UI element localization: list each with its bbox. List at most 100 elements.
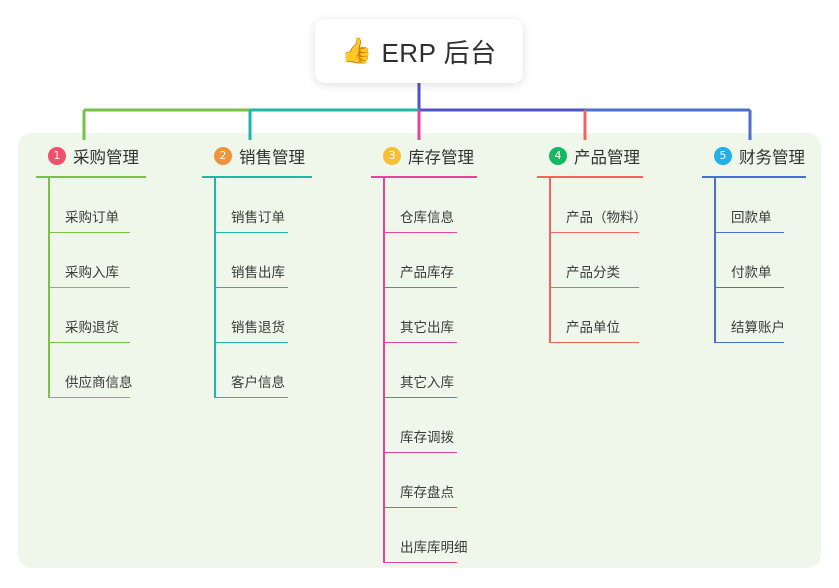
list-item-rule [385, 342, 457, 343]
list-item-label: 采购退货 [65, 320, 119, 335]
column-1: 1 采购管理采购订单采购入库采购退货供应商信息 [36, 144, 146, 398]
list-item[interactable]: 采购退货 [48, 288, 146, 343]
list-item-rule [716, 342, 784, 343]
list-item-label: 其它出库 [400, 320, 454, 335]
list-item[interactable]: 其它入库 [383, 343, 477, 398]
list-item-label: 其它入库 [400, 375, 454, 390]
list-item-label: 采购入库 [65, 265, 119, 280]
list-item[interactable]: 出库库明细 [383, 508, 477, 563]
column-3: 3 库存管理仓库信息产品库存其它出库其它入库库存调拨库存盘点出库库明细 [371, 144, 477, 563]
list-item-rule [551, 287, 639, 288]
column-2: 2 销售管理销售订单销售出库销售退货客户信息 [202, 144, 312, 398]
list-item-label: 产品（物料） [566, 210, 647, 225]
list-item[interactable]: 产品单位 [549, 288, 647, 343]
list-item-rule [216, 342, 288, 343]
column-spine-2 [214, 178, 216, 398]
column-badge-1: 1 [48, 147, 66, 165]
column-title-4: 产品管理 [574, 149, 640, 167]
list-item-label: 结算账户 [731, 320, 785, 335]
list-item[interactable]: 仓库信息 [383, 178, 477, 233]
thumbs-up-icon: 👍 [341, 36, 373, 65]
list-item[interactable]: 销售出库 [214, 233, 312, 288]
list-item-rule [385, 232, 457, 233]
column-rule-4 [537, 176, 643, 178]
list-item-label: 产品库存 [400, 265, 454, 280]
column-title-1: 采购管理 [73, 149, 139, 167]
list-item-label: 付款单 [731, 265, 772, 280]
list-item[interactable]: 产品库存 [383, 233, 477, 288]
column-rule-1 [36, 176, 146, 178]
list-item[interactable]: 销售退货 [214, 288, 312, 343]
column-rule-3 [371, 176, 477, 178]
column-rule-2 [202, 176, 312, 178]
list-item-label: 销售订单 [231, 210, 285, 225]
list-item[interactable]: 采购订单 [48, 178, 146, 233]
list-item[interactable]: 客户信息 [214, 343, 312, 398]
list-item[interactable]: 付款单 [714, 233, 806, 288]
list-item[interactable]: 结算账户 [714, 288, 806, 343]
list-item-label: 仓库信息 [400, 210, 454, 225]
list-item-rule [551, 342, 639, 343]
list-item-rule [216, 232, 288, 233]
column-header-5[interactable]: 5 财务管理 [702, 144, 806, 168]
column-5: 5 财务管理回款单付款单结算账户 [702, 144, 806, 343]
root-node-card[interactable]: 👍 ERP 后台 [315, 19, 523, 83]
list-item-label: 回款单 [731, 210, 772, 225]
column-4: 4 产品管理产品（物料） 产品分类产品单位 [537, 144, 647, 343]
column-badge-4: 4 [549, 147, 567, 165]
diagram-panel [18, 133, 821, 568]
list-item-label: 销售退货 [231, 320, 285, 335]
list-item-rule [385, 452, 457, 453]
column-spine-4 [549, 178, 551, 343]
list-item-rule [716, 232, 784, 233]
list-item-rule [385, 397, 457, 398]
list-item-rule [216, 397, 288, 398]
list-item-rule [50, 287, 130, 288]
list-item-rule [385, 507, 457, 508]
column-items-1: 采购订单采购入库采购退货供应商信息 [36, 178, 146, 398]
list-item[interactable]: 采购入库 [48, 233, 146, 288]
column-header-2[interactable]: 2 销售管理 [202, 144, 312, 168]
list-item-label: 产品单位 [566, 320, 620, 335]
column-spine-5 [714, 178, 716, 343]
column-items-3: 仓库信息产品库存其它出库其它入库库存调拨库存盘点出库库明细 [371, 178, 477, 563]
list-item-label: 出库库明细 [400, 540, 468, 555]
list-item[interactable]: 库存调拨 [383, 398, 477, 453]
list-item-rule [385, 562, 457, 563]
list-item[interactable]: 库存盘点 [383, 453, 477, 508]
list-item[interactable]: 产品分类 [549, 233, 647, 288]
column-items-2: 销售订单销售出库销售退货客户信息 [202, 178, 312, 398]
column-header-1[interactable]: 1 采购管理 [36, 144, 146, 168]
column-header-3[interactable]: 3 库存管理 [371, 144, 477, 168]
list-item[interactable]: 其它出库 [383, 288, 477, 343]
list-item[interactable]: 销售订单 [214, 178, 312, 233]
list-item-rule [50, 232, 130, 233]
list-item-label: 客户信息 [231, 375, 285, 390]
list-item-label: 产品分类 [566, 265, 620, 280]
column-rule-5 [702, 176, 806, 178]
list-item[interactable]: 供应商信息 [48, 343, 146, 398]
column-badge-3: 3 [383, 147, 401, 165]
list-item-rule [50, 342, 130, 343]
list-item[interactable]: 回款单 [714, 178, 806, 233]
list-item[interactable]: 产品（物料） [549, 178, 647, 233]
column-badge-2: 2 [214, 147, 232, 165]
column-title-2: 销售管理 [239, 149, 305, 167]
column-title-3: 库存管理 [408, 149, 474, 167]
column-items-4: 产品（物料） 产品分类产品单位 [537, 178, 647, 343]
list-item-label: 库存盘点 [400, 485, 454, 500]
list-item-label: 供应商信息 [65, 375, 133, 390]
list-item-rule [551, 232, 639, 233]
column-badge-5: 5 [714, 147, 732, 165]
list-item-rule [216, 287, 288, 288]
list-item-label: 采购订单 [65, 210, 119, 225]
list-item-rule [385, 287, 457, 288]
column-spine-3 [383, 178, 385, 563]
list-item-label: 销售出库 [231, 265, 285, 280]
column-spine-1 [48, 178, 50, 398]
root-node-title: ERP 后台 [381, 37, 497, 68]
column-header-4[interactable]: 4 产品管理 [537, 144, 647, 168]
column-title-5: 财务管理 [739, 149, 805, 167]
list-item-rule [716, 287, 784, 288]
column-items-5: 回款单付款单结算账户 [702, 178, 806, 343]
